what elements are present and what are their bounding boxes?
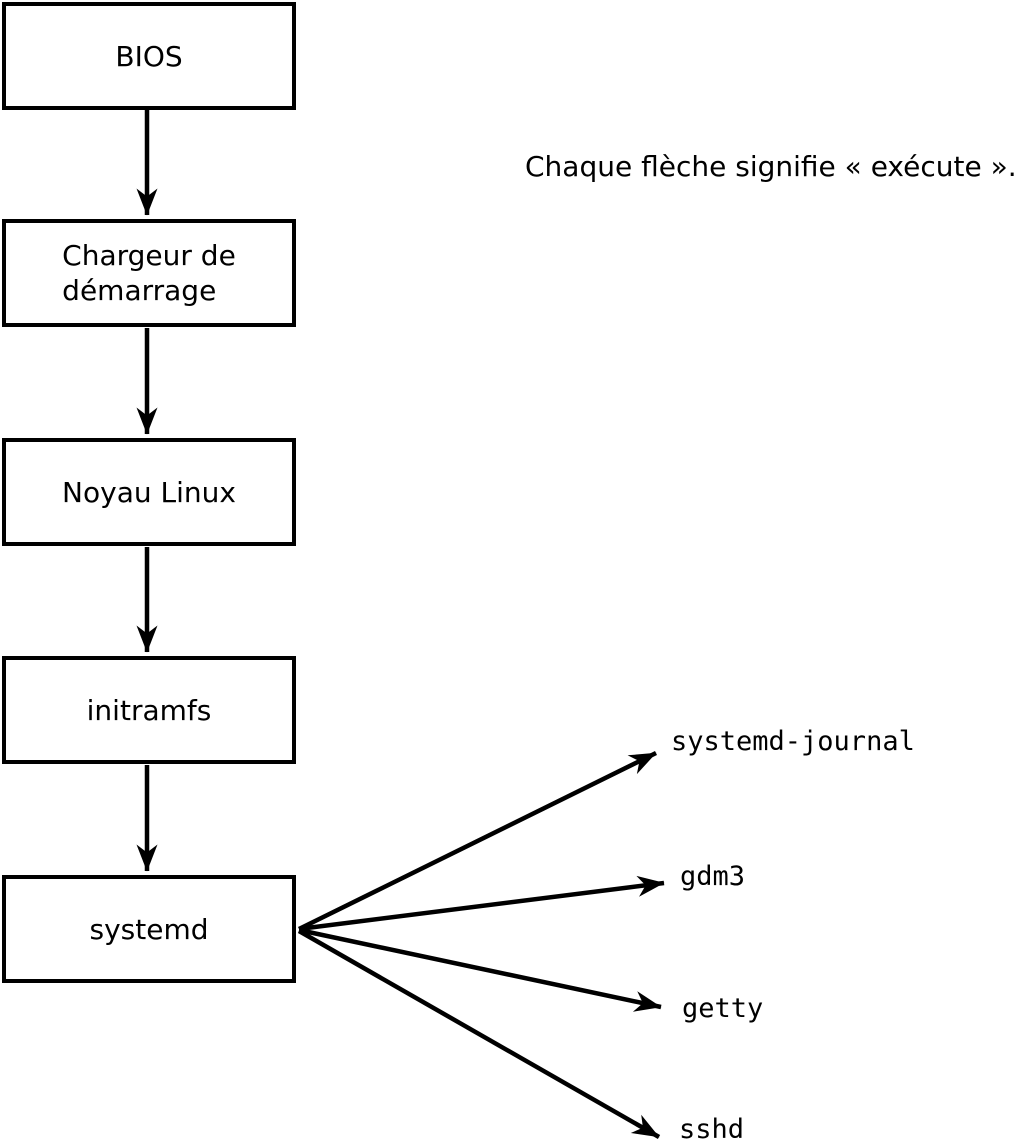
process-label-systemd-journal: systemd-journal [671,726,915,757]
node-kernel: Noyau Linux [2,438,296,546]
edge-systemd-sshd-arrow [297,929,661,1139]
node-bios: BIOS [2,2,296,110]
edge-systemd-journal-arrow [298,750,657,932]
process-label-getty: getty [682,993,764,1024]
node-systemd: systemd [2,875,296,983]
node-bios-label: BIOS [115,39,183,73]
process-label-gdm3: gdm3 [680,861,746,892]
edge-systemd-gdm3-arrow [298,875,665,932]
arrow-meaning-annotation: Chaque flèche signifie « exécute ». [525,150,1017,183]
node-kernel-label: Noyau Linux [62,475,236,509]
node-initramfs-label: initramfs [86,693,212,727]
node-bootloader: Chargeur de démarrage [2,219,296,327]
process-label-sshd: sshd [679,1114,745,1144]
edge-systemd-getty-arrow [298,927,662,1012]
node-initramfs: initramfs [2,656,296,764]
node-systemd-label: systemd [89,912,209,946]
node-bootloader-label: Chargeur de démarrage [62,239,236,307]
